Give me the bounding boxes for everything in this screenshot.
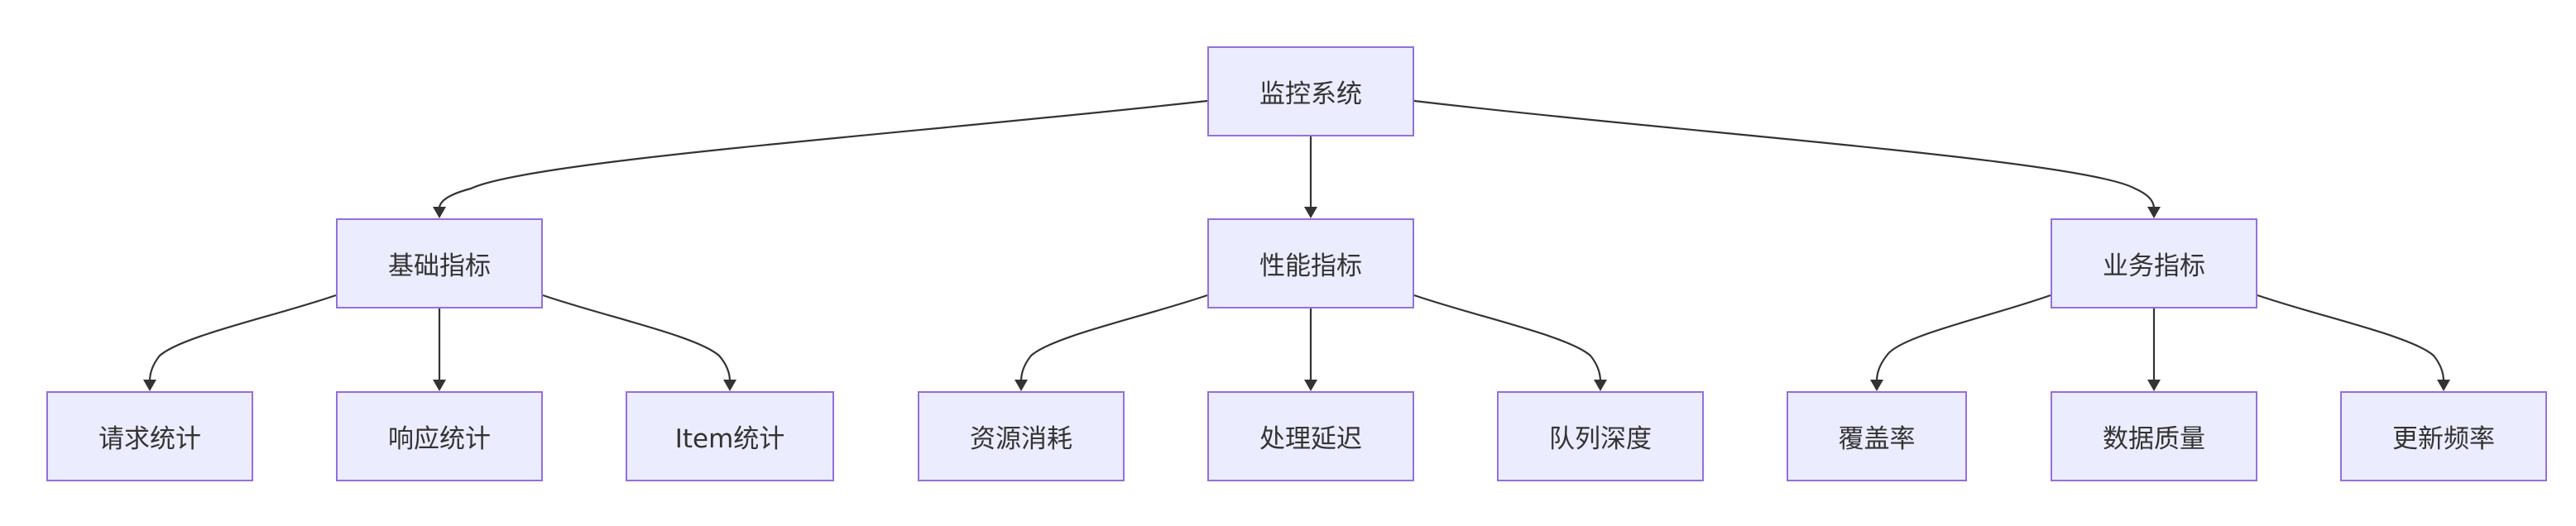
arrowhead [2147, 380, 2161, 391]
edge-basic-item [542, 294, 732, 382]
arrowhead [2147, 207, 2161, 218]
edge-performance-resource [1019, 294, 1208, 382]
arrowhead [1304, 207, 1317, 218]
arrowhead [1594, 380, 1607, 391]
arrowhead [433, 380, 446, 391]
node-queue-depth: 队列深度 [1497, 391, 1704, 481]
arrowhead [433, 207, 446, 218]
edge-business-frequency [2257, 294, 2445, 382]
arrowhead [723, 380, 736, 391]
edge-business-coverage [1875, 294, 2051, 382]
edge-root-basic [438, 99, 1208, 209]
node-coverage: 覆盖率 [1787, 391, 1967, 481]
arrowhead [1015, 380, 1028, 391]
node-monitoring-system: 监控系统 [1207, 46, 1414, 136]
node-business-metrics: 业务指标 [2051, 218, 2257, 308]
node-processing-latency: 处理延迟 [1207, 391, 1414, 481]
node-performance-metrics: 性能指标 [1207, 218, 1414, 308]
node-request-stats: 请求统计 [46, 391, 253, 481]
node-resource-usage: 资源消耗 [918, 391, 1125, 481]
node-data-quality: 数据质量 [2051, 391, 2257, 481]
arrowhead [143, 380, 156, 391]
edge-root-business [1413, 99, 2156, 209]
node-response-stats: 响应统计 [336, 391, 543, 481]
edge-performance-queue [1413, 294, 1602, 382]
arrowhead [2437, 380, 2450, 391]
edge-basic-request [148, 294, 337, 382]
arrowhead [1870, 380, 1883, 391]
node-basic-metrics: 基础指标 [336, 218, 543, 308]
arrowhead [1304, 380, 1317, 391]
node-update-frequency: 更新频率 [2340, 391, 2547, 481]
node-item-stats: Item统计 [626, 391, 834, 481]
